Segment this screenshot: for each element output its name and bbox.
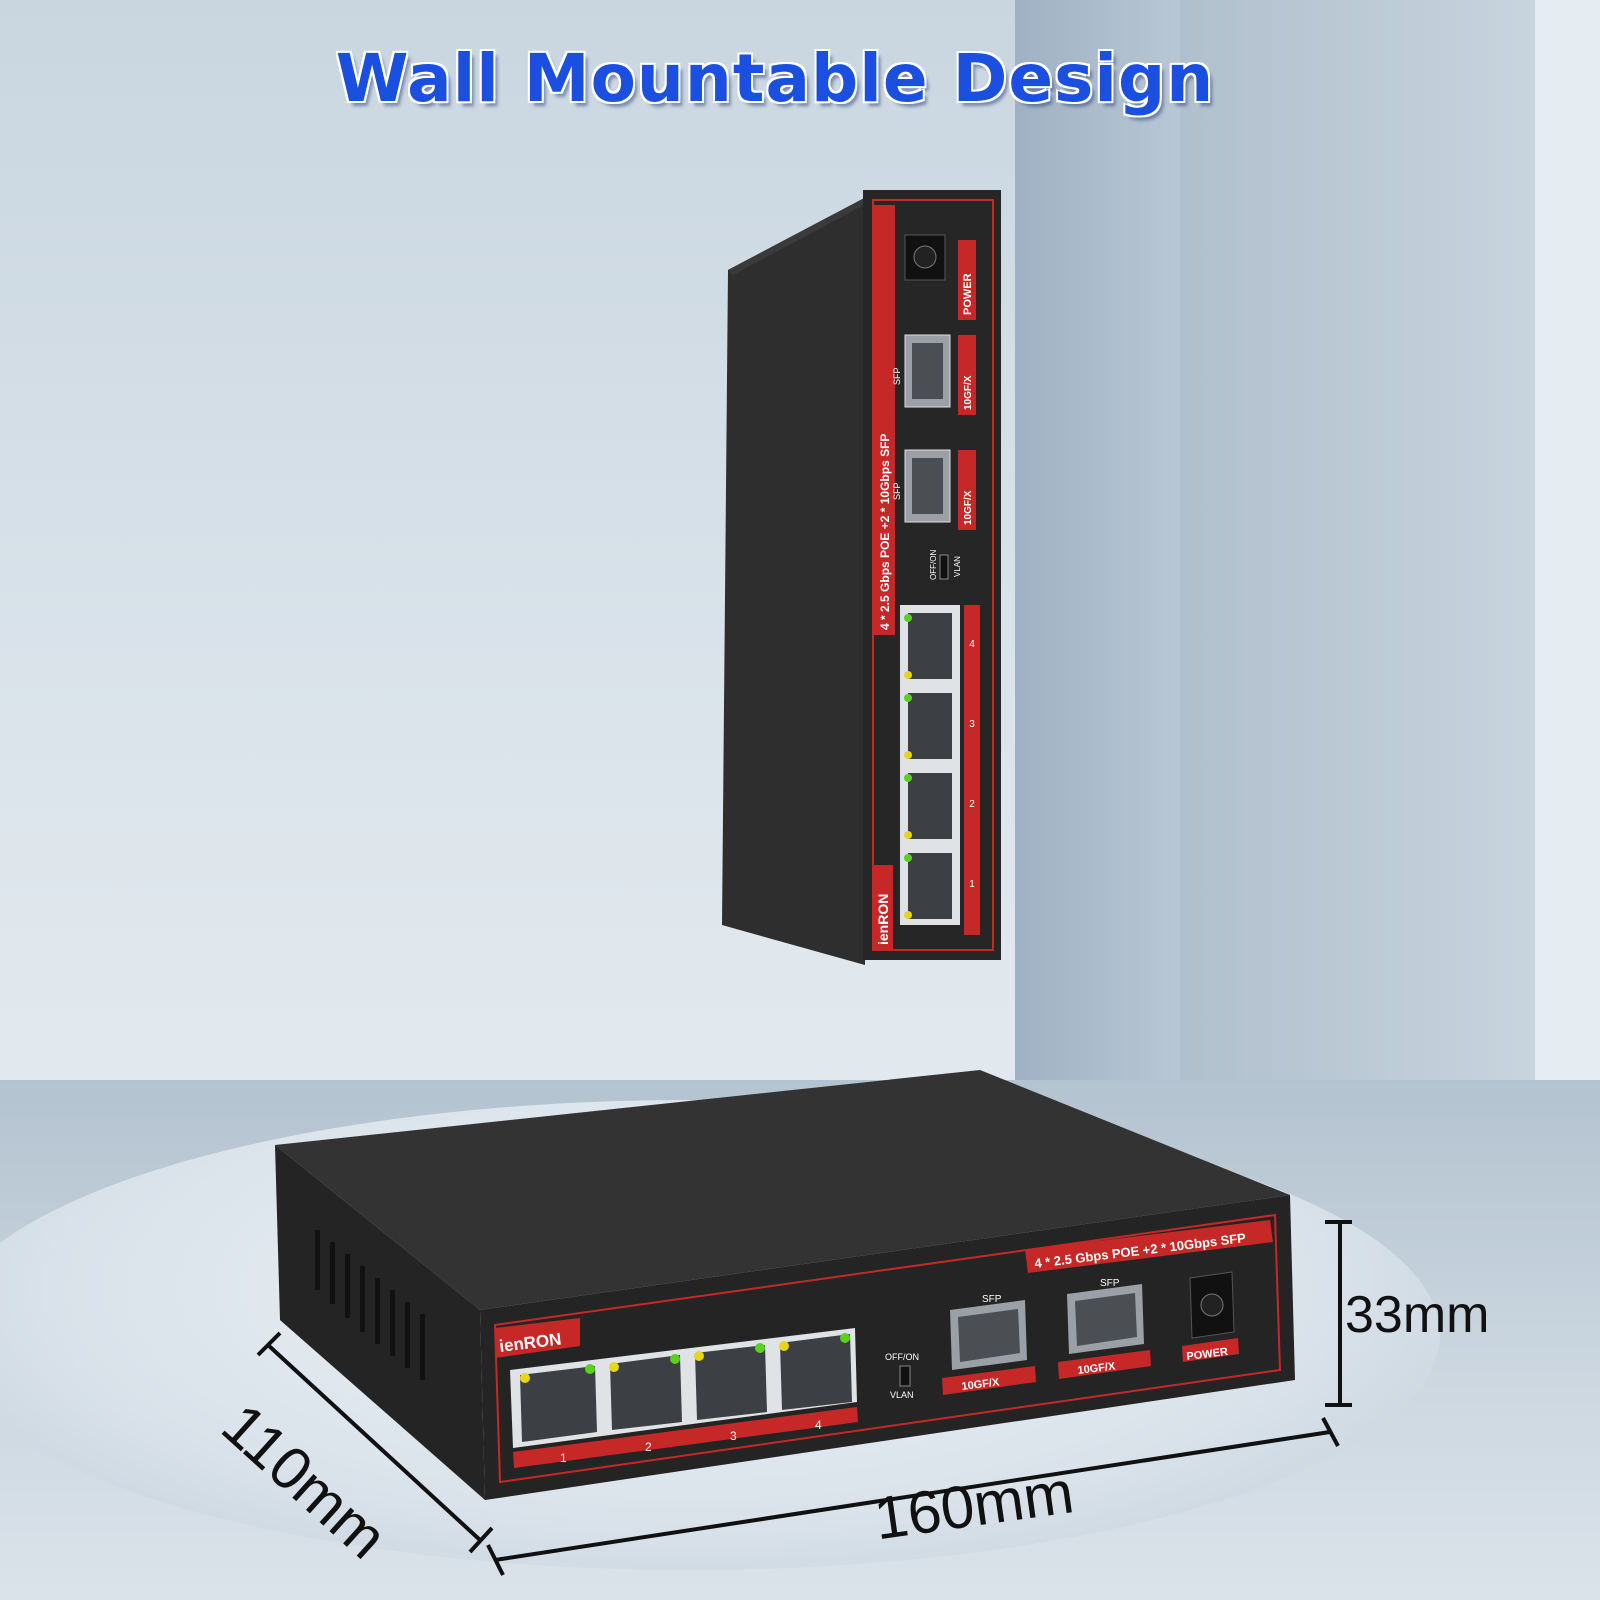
horizontal-sfp-port-label-1: 10GF/X [961, 1376, 1001, 1393]
vertical-port-label-3: 3 [969, 719, 975, 730]
vertical-sfp-port-label-1: 10GF/X [963, 375, 974, 410]
horizontal-port-label-4: 4 [815, 1418, 822, 1432]
horizontal-sfp-label-1: SFP [982, 1294, 1002, 1305]
vertical-vlan-top: OFF/ON [929, 550, 938, 580]
vertical-port-label-2: 2 [969, 799, 975, 810]
vertical-spec-label: 4 * 2.5 Gbps POE +2 * 10Gbps SFP [878, 434, 892, 630]
vertical-sfp-port-label-2: 10GF/X [963, 490, 974, 525]
horizontal-vlan-top: OFF/ON [885, 1352, 919, 1362]
vertical-sfp-label-2: SFP [892, 482, 902, 500]
vertical-port-label-4: 4 [969, 639, 975, 650]
vertical-sfp-label-1: SFP [892, 367, 902, 385]
headline: Wall Mountable Design [335, 40, 1215, 117]
horizontal-port-label-3: 3 [730, 1429, 737, 1443]
desktop-switch: 4 * 2.5 Gbps POE +2 * 10Gbps SFP ienRON … [275, 1070, 1295, 1500]
vertical-brand-logo: ienRON [875, 894, 891, 945]
vertical-power-label: POWER [962, 273, 974, 315]
horizontal-port-label-2: 2 [645, 1440, 652, 1454]
horizontal-sfp-label-2: SFP [1100, 1278, 1120, 1289]
height-dimension-label: 33mm [1345, 1286, 1490, 1344]
horizontal-vlan-bottom: VLAN [890, 1390, 914, 1400]
horizontal-sfp-port-label-2: 10GF/X [1077, 1360, 1117, 1377]
background-wall-edge [1535, 0, 1600, 1100]
vertical-port-label-1: 1 [969, 879, 975, 890]
vertical-vlan-bottom: VLAN [953, 556, 962, 577]
horizontal-port-label-1: 1 [560, 1451, 567, 1465]
wall-mounted-switch: 4 * 2.5 Gbps POE +2 * 10Gbps SFP POWER 1… [722, 190, 1001, 965]
background-pillar-shade [1180, 0, 1600, 1120]
horizontal-power-label: POWER [1186, 1346, 1229, 1363]
